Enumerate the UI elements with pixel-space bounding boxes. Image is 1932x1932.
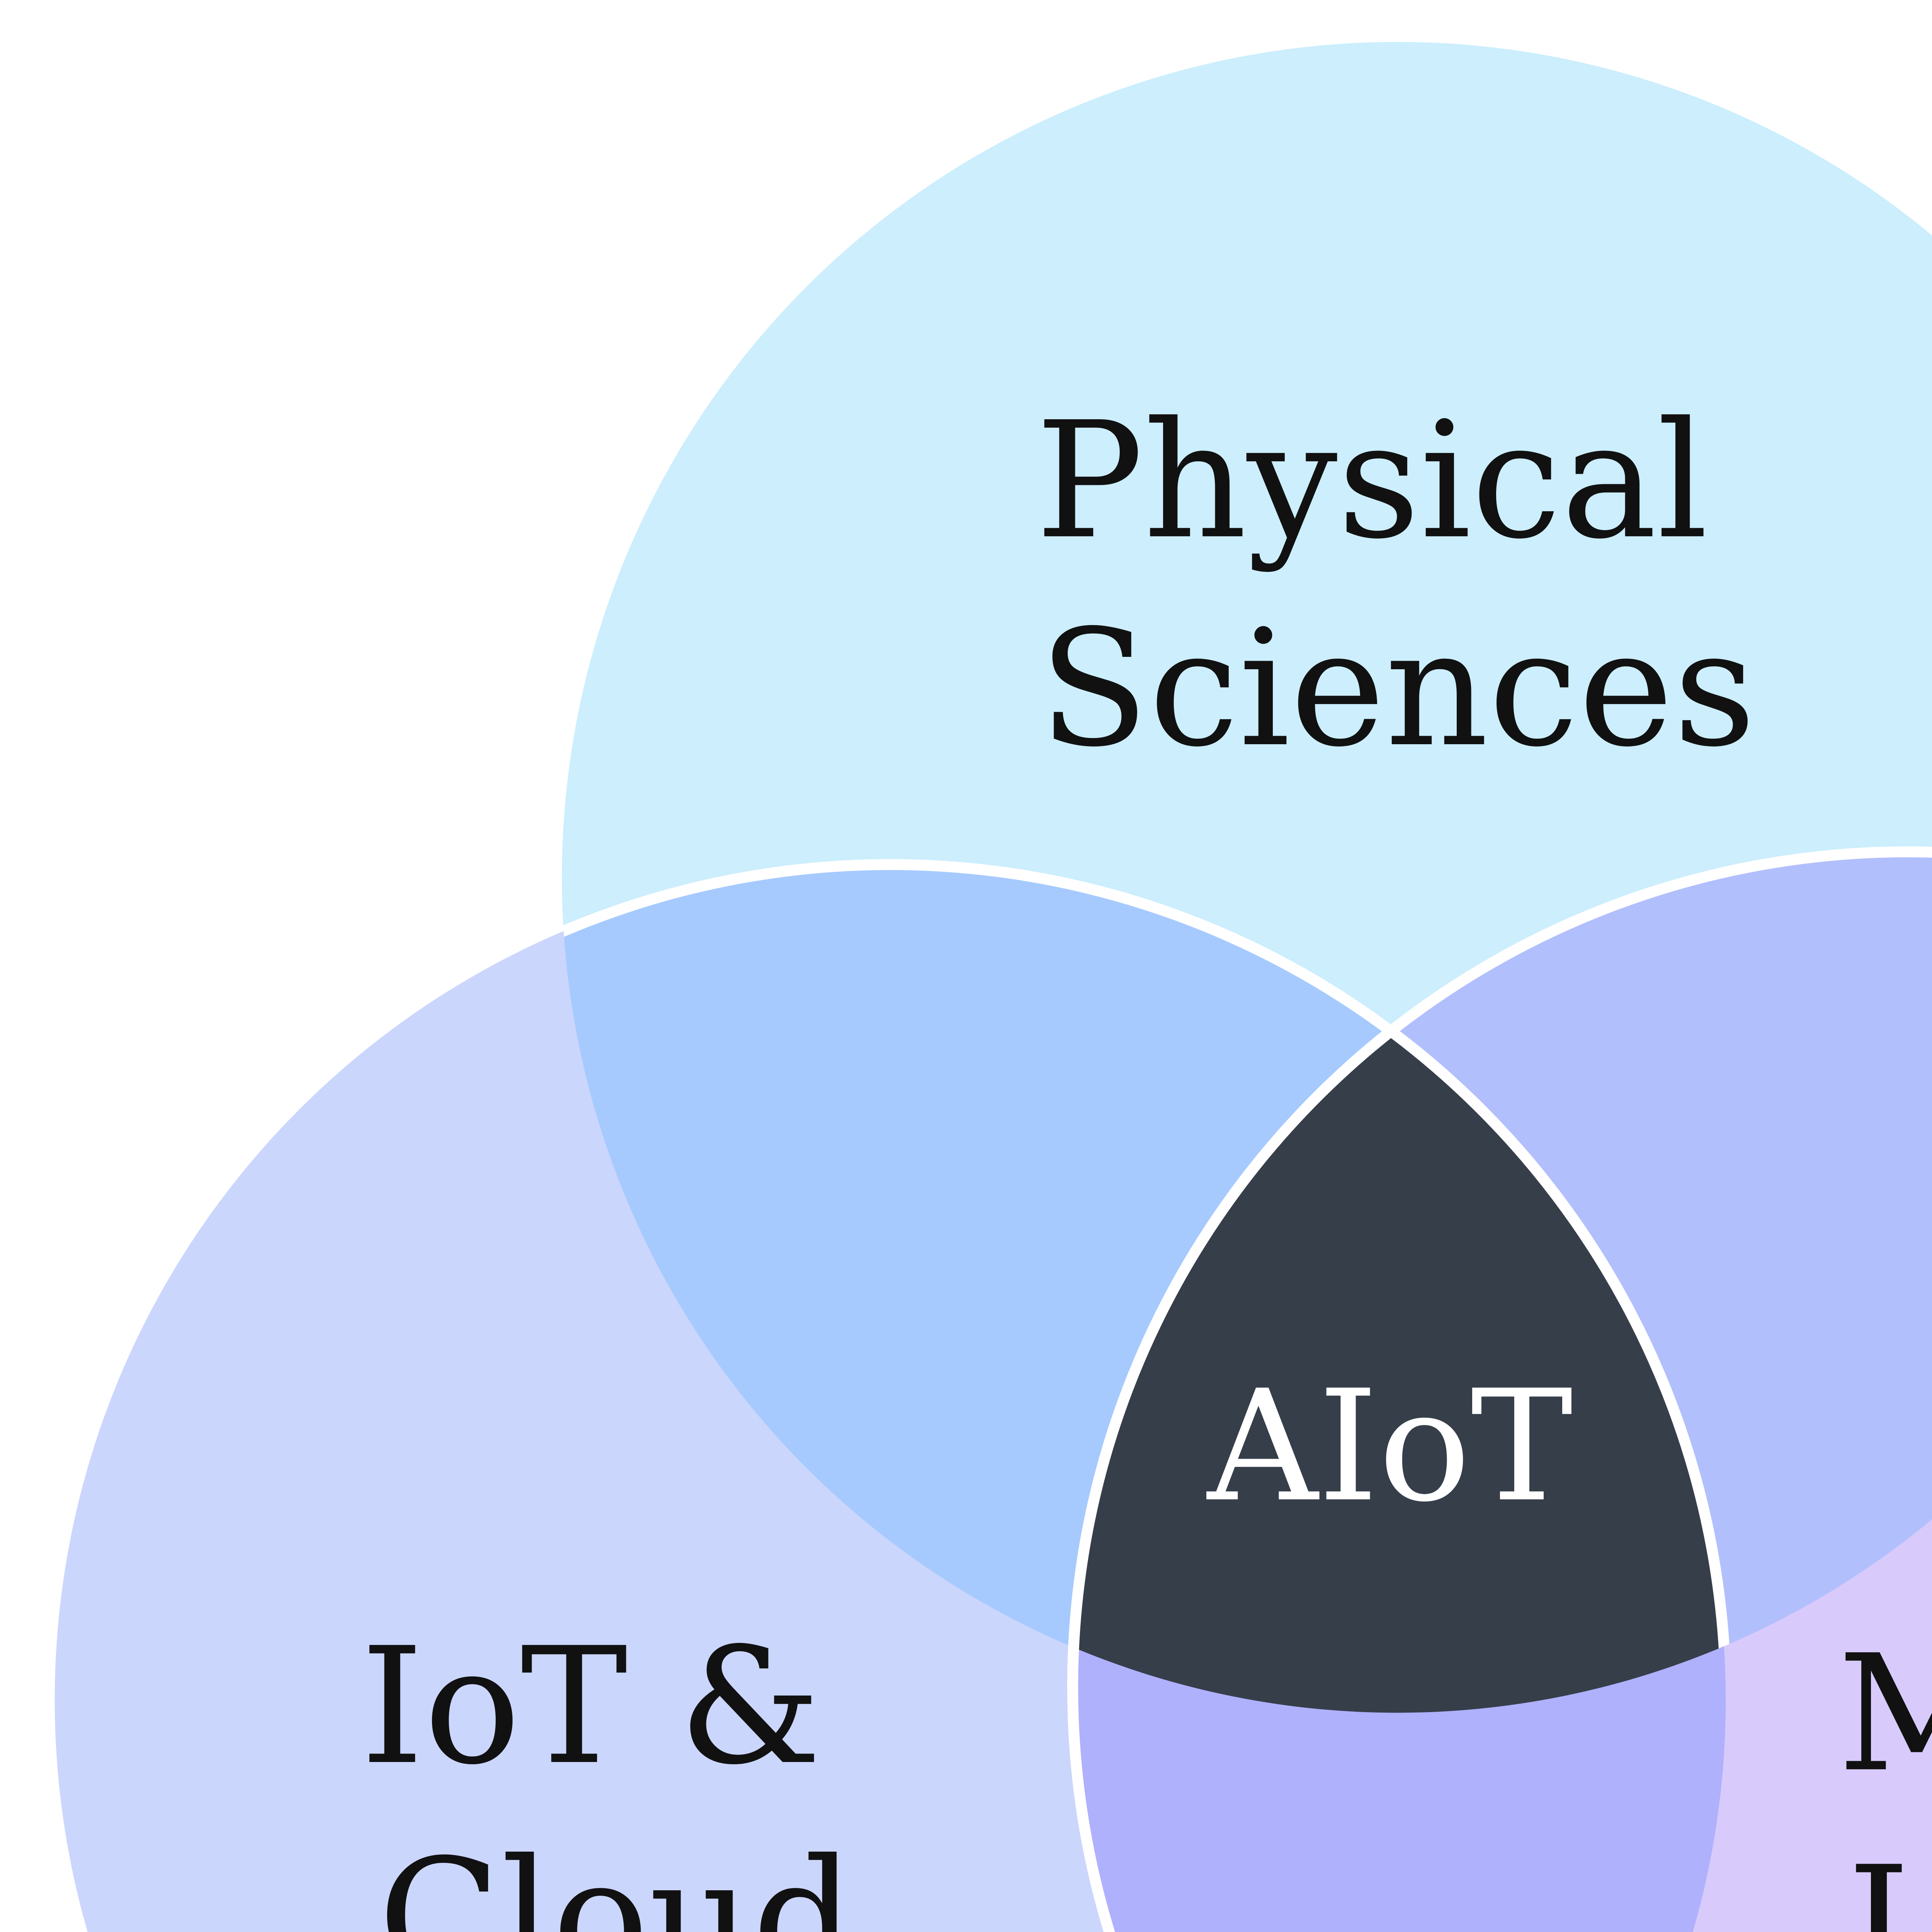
svg-text:Machine Learning: Machine Learning [1838, 1620, 1932, 1932]
label-physical-line1: Physical [1036, 387, 1708, 574]
label-aiot: AIoT [1205, 1357, 1573, 1536]
svg-text:IoT & Cloud: IoT & Cloud [361, 1613, 872, 1932]
svg-text:Physical Sciences: Physical Sciences [1036, 387, 1759, 782]
label-ml-line2: Learning [1847, 1832, 1932, 1932]
label-iot-line1: IoT & [361, 1613, 821, 1800]
intersection-aiot [1073, 864, 1726, 1713]
label-physical-line2: Sciences [1039, 595, 1756, 782]
label-ml-line1: Machine [1838, 1620, 1932, 1807]
label-iot-line2: Cloud [378, 1825, 855, 1932]
